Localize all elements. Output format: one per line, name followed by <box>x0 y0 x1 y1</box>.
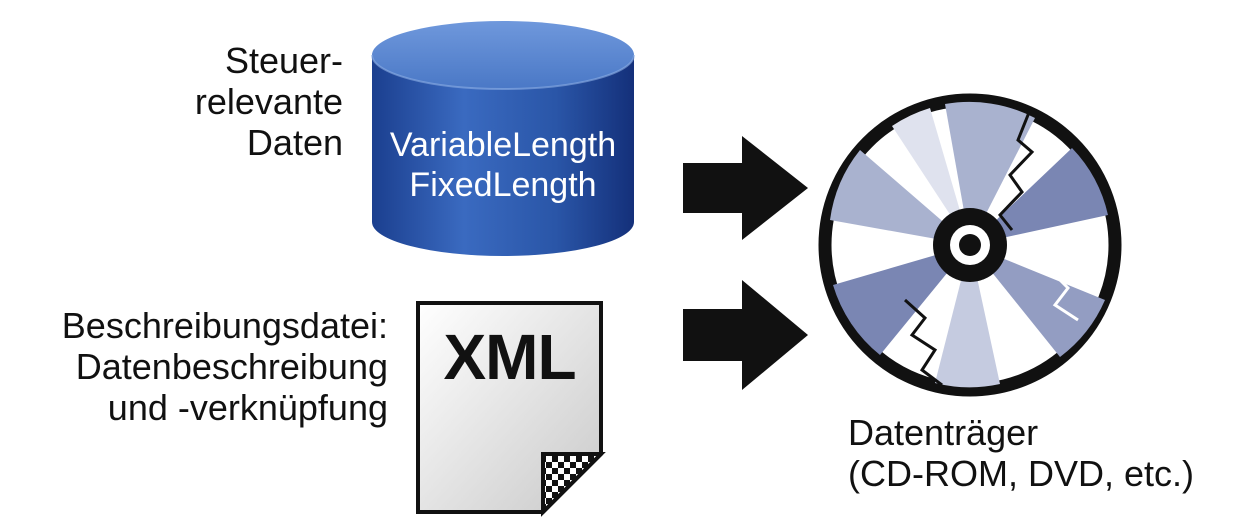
tax-data-label-line: Steuer- <box>224 40 343 81</box>
database-cylinder-icon <box>371 21 635 256</box>
data-medium-label: Datenträger (CD-ROM, DVD, etc.) <box>848 412 1194 494</box>
database-formats: VariableLength FixedLength <box>372 125 634 205</box>
tax-data-label: Steuer- relevante Daten <box>195 40 343 163</box>
format-variable-length: VariableLength <box>389 126 617 164</box>
right-arrow-icon <box>683 280 808 390</box>
description-file-label-line: Beschreibungsdatei: <box>61 305 388 346</box>
data-medium-label-line: Datenträger <box>848 412 1039 453</box>
data-medium-label-line: (CD-ROM, DVD, etc.) <box>848 453 1194 494</box>
description-file-label-line: und -verknüpfung <box>107 387 388 428</box>
cd-disc-icon <box>818 93 1122 397</box>
tax-data-label-line: relevante <box>194 81 343 122</box>
tax-data-label-line: Daten <box>246 122 343 163</box>
format-fixed-length: FixedLength <box>409 166 597 204</box>
xml-document-icon <box>416 301 606 517</box>
description-file-label: Beschreibungsdatei: Datenbeschreibung un… <box>62 305 388 428</box>
right-arrow-icon <box>683 136 808 240</box>
xml-file-type: XML <box>443 321 576 393</box>
description-file-label-line: Datenbeschreibung <box>75 346 388 387</box>
